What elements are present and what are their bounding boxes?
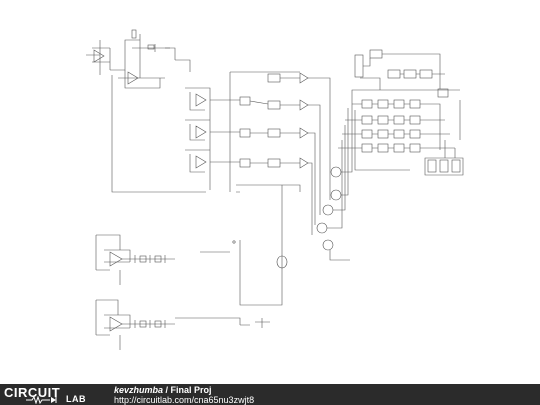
project-url[interactable]: http://circuitlab.com/cna65nu3zwjt8 (114, 395, 255, 405)
resistor-diode-icon (26, 396, 57, 404)
schematic-canvas (86, 29, 464, 350)
project-meta: kevzhumba / Final Proj http://circuitlab… (114, 385, 254, 405)
title-separator: / (163, 385, 171, 395)
comparator-stack (185, 71, 300, 192)
decoder-logic (239, 89, 460, 306)
footer-bar: CIRCUIT LAB kevzhumba / Final Proj http:… (0, 384, 540, 405)
display-driver-grid (338, 99, 464, 176)
logo-text-lab: LAB (66, 394, 86, 404)
sensor-stage-1 (95, 234, 236, 285)
oscillator-block (86, 29, 206, 193)
author-link[interactable]: kevzhumba (114, 385, 164, 395)
sensor-stage-2 (95, 299, 270, 350)
logic-gates (236, 72, 331, 235)
logo-text-circuit: CIRCUIT (4, 385, 61, 400)
counter-blocks (354, 49, 449, 98)
schematic-drawing (86, 29, 464, 350)
project-title: Final Proj (170, 385, 212, 395)
circuitlab-logo[interactable]: CIRCUIT LAB (4, 385, 104, 404)
